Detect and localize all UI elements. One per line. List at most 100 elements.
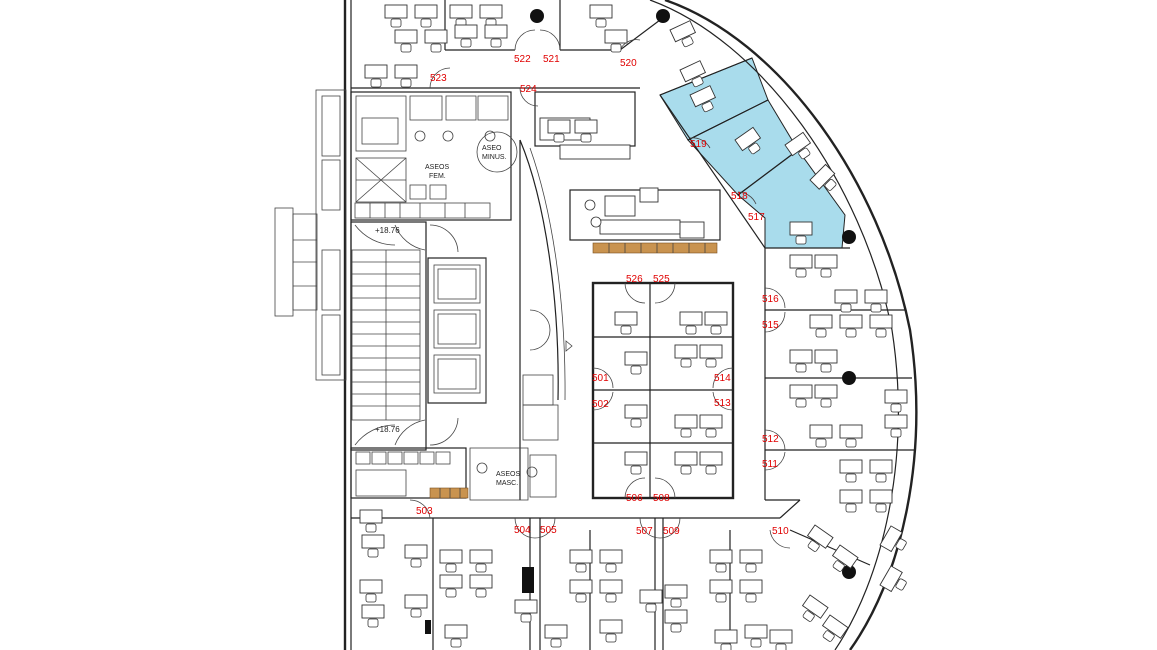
chair (895, 578, 907, 591)
chair (845, 503, 857, 513)
desk (674, 344, 698, 359)
workstation (699, 414, 723, 438)
workstation (439, 574, 463, 598)
workstation (869, 489, 893, 513)
desk (831, 544, 859, 569)
workstation (639, 589, 663, 613)
chair (820, 363, 832, 373)
chair (815, 328, 827, 338)
desk (469, 549, 493, 564)
workstation (361, 534, 385, 558)
chair (875, 503, 887, 513)
building-core (350, 91, 573, 501)
desk (744, 624, 768, 639)
room-label-512: 512 (762, 434, 779, 445)
desk (544, 624, 568, 639)
chair (745, 563, 757, 573)
chair (553, 133, 565, 143)
workstation (814, 349, 838, 373)
workstation (809, 424, 833, 448)
chair (705, 465, 717, 475)
workstation (679, 311, 703, 335)
workstation (809, 163, 837, 191)
desk (699, 451, 723, 466)
workstation (884, 414, 908, 438)
room-label-515: 515 (762, 320, 779, 331)
chair (520, 613, 532, 623)
workstation (884, 389, 908, 413)
desk (879, 525, 903, 553)
desk (364, 64, 388, 79)
chair (895, 538, 907, 551)
desk (869, 489, 893, 504)
room-label-516: 516 (762, 294, 779, 305)
workstation (574, 119, 598, 143)
desk (839, 424, 863, 439)
workstation (801, 594, 829, 622)
chair (820, 268, 832, 278)
workstation (624, 351, 648, 375)
desk (449, 4, 473, 19)
chair (680, 465, 692, 475)
workstation (839, 424, 863, 448)
workstation (599, 579, 623, 603)
desk (814, 254, 838, 269)
desk (394, 29, 418, 44)
chair (445, 563, 457, 573)
desk (839, 314, 863, 329)
workstation (384, 4, 408, 28)
workstation (624, 404, 648, 428)
room-label-503: 503 (416, 506, 433, 517)
chair (630, 418, 642, 428)
desk (699, 414, 723, 429)
fem-restroom-label-1: ASEOS (425, 164, 449, 171)
structural-columns (530, 9, 856, 579)
central-office-cluster (591, 281, 735, 500)
room-label-504: 504 (514, 525, 531, 536)
desk (664, 609, 688, 624)
chair (870, 303, 882, 313)
workstation (679, 60, 707, 88)
workstation (449, 4, 473, 28)
workstation (394, 29, 418, 53)
chair (720, 643, 732, 650)
workstation (839, 314, 863, 338)
workstation (789, 384, 813, 408)
workstation (439, 549, 463, 573)
chair (420, 18, 432, 28)
workstation (709, 549, 733, 573)
chair (670, 623, 682, 633)
workstation (789, 221, 813, 245)
workstation (469, 574, 493, 598)
workstation (814, 384, 838, 408)
workstation (361, 604, 385, 628)
chair (575, 593, 587, 603)
chair (748, 142, 761, 155)
desk (384, 4, 408, 19)
desk (444, 624, 468, 639)
restroom-labels: ASEOS FEM. ASEO MINUS. ASEOS MASC. (425, 145, 520, 487)
room-label-521: 521 (543, 54, 560, 65)
workstation (709, 579, 733, 603)
desk (574, 119, 598, 134)
chair (605, 563, 617, 573)
desk (424, 29, 448, 44)
left-facade-frames (274, 89, 347, 381)
room-number-labels: 522 521 520 523 524 519 518 517 526 525 … (416, 54, 789, 537)
desk (769, 629, 793, 644)
chair (795, 363, 807, 373)
workstation (544, 624, 568, 648)
chair (802, 610, 815, 622)
workstation (394, 64, 418, 88)
chair (822, 630, 835, 642)
chair (460, 38, 472, 48)
masc-restroom-label-2: MASC. (496, 480, 518, 487)
chair (890, 403, 902, 413)
workstation (569, 549, 593, 573)
desk (864, 289, 888, 304)
chair (680, 358, 692, 368)
chair (681, 36, 694, 48)
desk (679, 60, 707, 83)
workstation (404, 544, 428, 568)
